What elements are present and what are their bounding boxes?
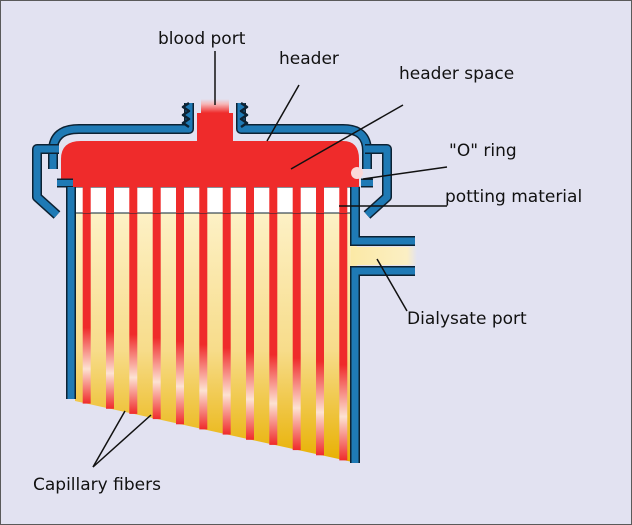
potting-material-label: potting material	[445, 187, 583, 207]
capillary-fiber	[246, 187, 254, 440]
fiber-lumen	[269, 187, 278, 213]
capillary-fiber	[316, 187, 324, 456]
capillary-leader-1	[92, 410, 126, 468]
fiber-lumen	[106, 187, 114, 213]
header-label: header	[279, 49, 339, 69]
capillary-leader-2	[92, 414, 152, 468]
fiber-lumen	[316, 187, 324, 213]
header-space-label: header space	[399, 64, 515, 84]
fiber-lumen	[129, 187, 138, 213]
capillary-fiber	[222, 187, 231, 435]
leader-lines	[92, 51, 448, 468]
potting-material-layer	[70, 186, 360, 214]
capillary-fiber	[339, 187, 348, 461]
capillary-fiber	[152, 187, 161, 420]
fiber-lumen	[222, 187, 231, 213]
header-leader	[266, 84, 300, 142]
o-ring-leader	[362, 166, 448, 180]
capillary-fiber	[129, 187, 138, 414]
capillary-fiber	[292, 187, 301, 451]
header-space-leader	[290, 104, 404, 170]
fiber-lumen	[82, 187, 91, 213]
fiber-lumen	[339, 187, 348, 213]
dialyzer-housing	[66, 187, 415, 463]
capillary-fiber	[176, 187, 184, 425]
fiber-lumen	[199, 187, 208, 213]
o-ring-label: "O" ring	[449, 141, 517, 161]
fiber-lumen	[246, 187, 254, 213]
blood-port-label: blood port	[158, 29, 246, 49]
capillary-fiber	[199, 187, 208, 430]
capillary-fiber	[82, 187, 91, 404]
fiber-lumen	[292, 187, 301, 213]
capillary-fibers	[82, 187, 348, 461]
dialysate-port-leader	[376, 258, 408, 312]
capillary-fiber	[106, 187, 114, 409]
fiber-lumen	[176, 187, 184, 213]
dialysate-port-label: Dialysate port	[407, 309, 527, 329]
capillary-fibers-label: Capillary fibers	[33, 475, 161, 495]
capillary-fiber	[269, 187, 278, 445]
dialysate-compartment	[75, 213, 417, 463]
fiber-lumen	[152, 187, 161, 213]
header-space-chamber	[61, 99, 363, 187]
